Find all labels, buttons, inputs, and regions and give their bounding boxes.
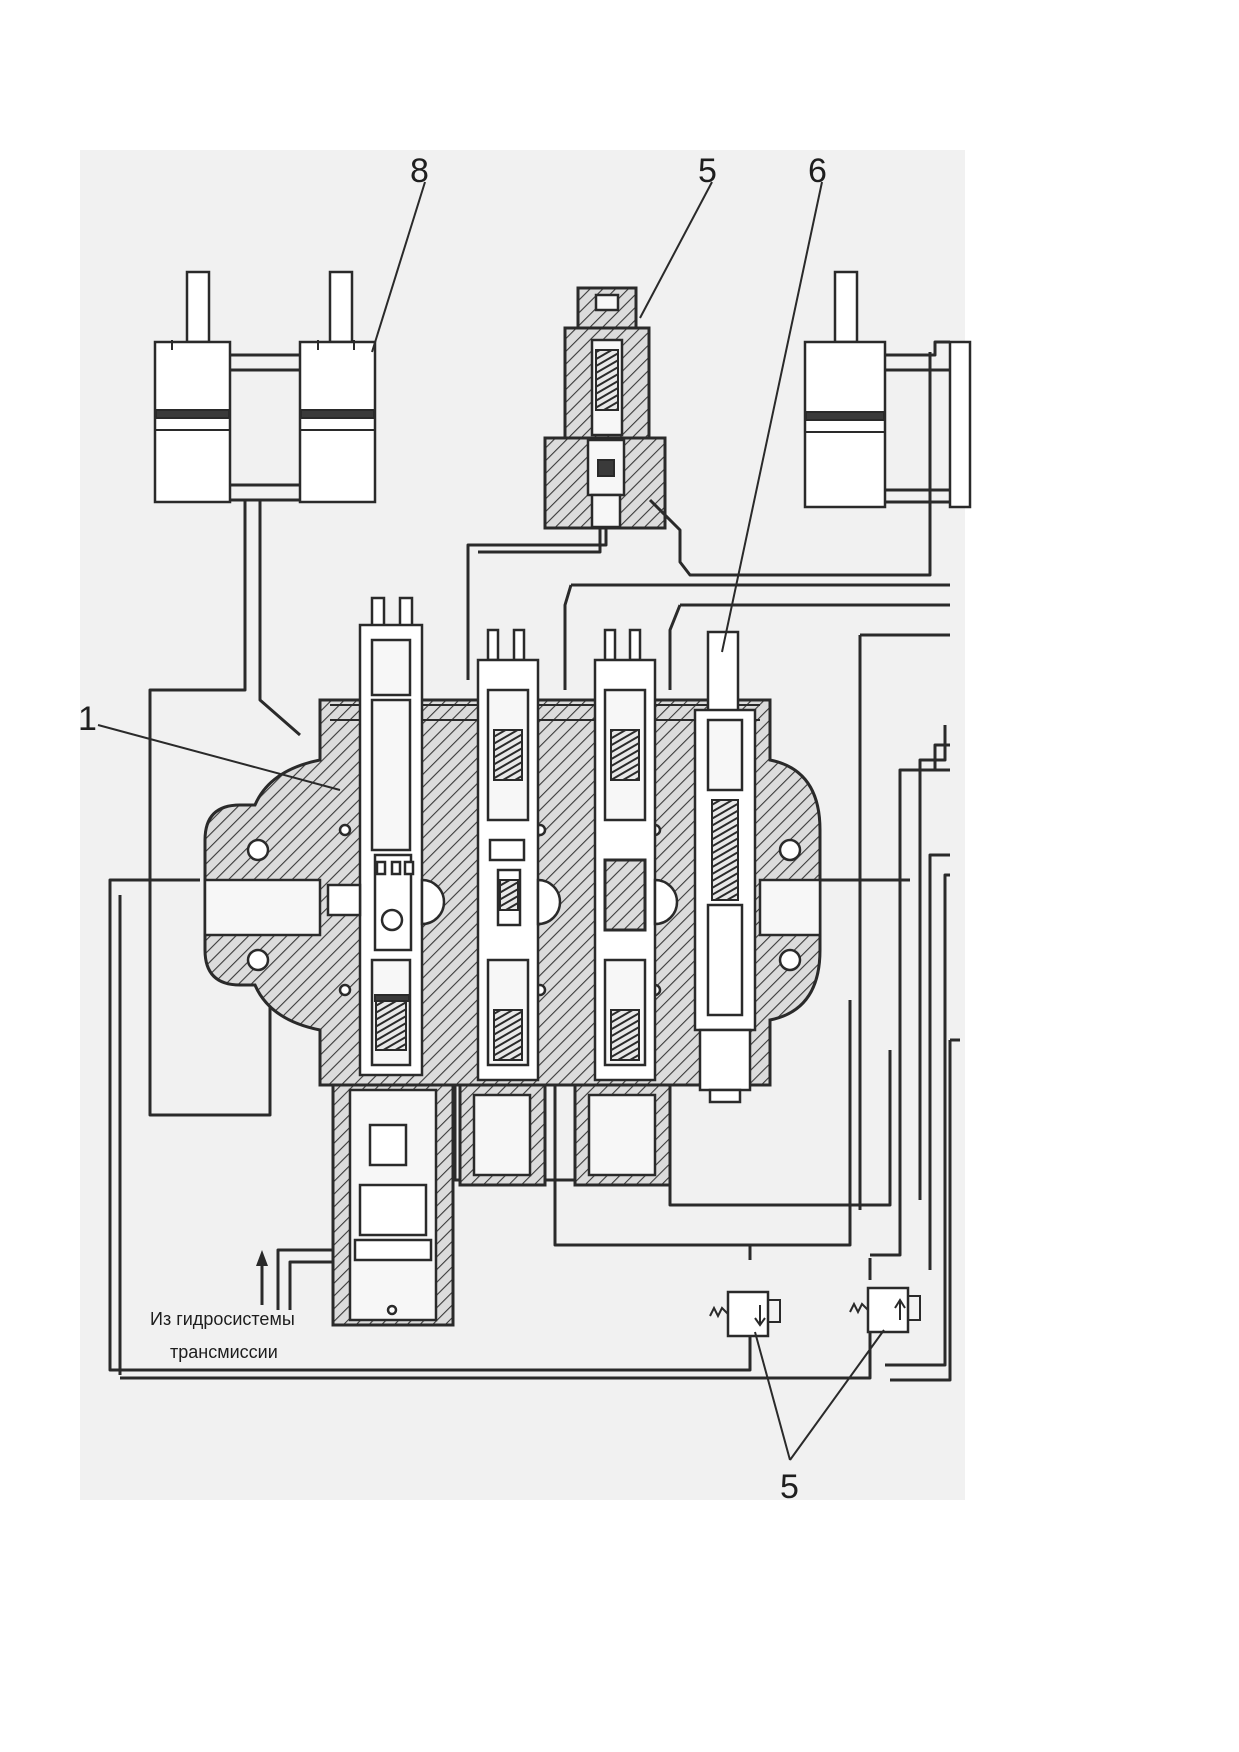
lower-spool-housings <box>458 1083 672 1187</box>
inlet-arrow-icon <box>256 1250 268 1305</box>
inlet-caption-line1: Из гидросистемы <box>150 1309 295 1329</box>
leader-lines <box>97 181 885 1461</box>
left-piston-1 <box>155 409 230 419</box>
right-piston-1 <box>805 411 885 421</box>
inlet-port <box>203 878 322 937</box>
pressure-valve-2 <box>849 1286 921 1334</box>
spool-section-2 <box>476 628 562 1082</box>
right-cylinder-1 <box>803 340 887 509</box>
right-cylinder-rod-1 <box>833 270 859 344</box>
spool-section-1 <box>326 596 446 1077</box>
left-cylinder-pair <box>153 270 377 504</box>
callout-5-top: 5 <box>698 152 717 190</box>
hydraulic-lines <box>108 352 960 1382</box>
right-cylinder-2 <box>948 340 972 509</box>
left-cylinder-1 <box>153 340 232 504</box>
inlet-cylinder <box>331 1083 455 1327</box>
left-cylinder-2 <box>298 340 377 504</box>
callout-8: 8 <box>410 152 429 190</box>
inlet-caption-line2: трансмиссии <box>170 1342 278 1362</box>
left-cylinder-rod-2 <box>328 270 354 344</box>
callout-1: 1 <box>78 700 97 738</box>
callout-5-bottom: 5 <box>780 1468 799 1506</box>
callout-6: 6 <box>808 152 827 190</box>
right-cylinder-pair <box>803 270 972 509</box>
outlet-port <box>758 878 822 937</box>
left-cylinder-rod-1 <box>185 270 211 344</box>
valve-section-6 <box>693 630 757 1104</box>
left-piston-2 <box>300 409 375 419</box>
pressure-valve-1 <box>709 1290 781 1338</box>
spool-section-3 <box>593 628 679 1082</box>
